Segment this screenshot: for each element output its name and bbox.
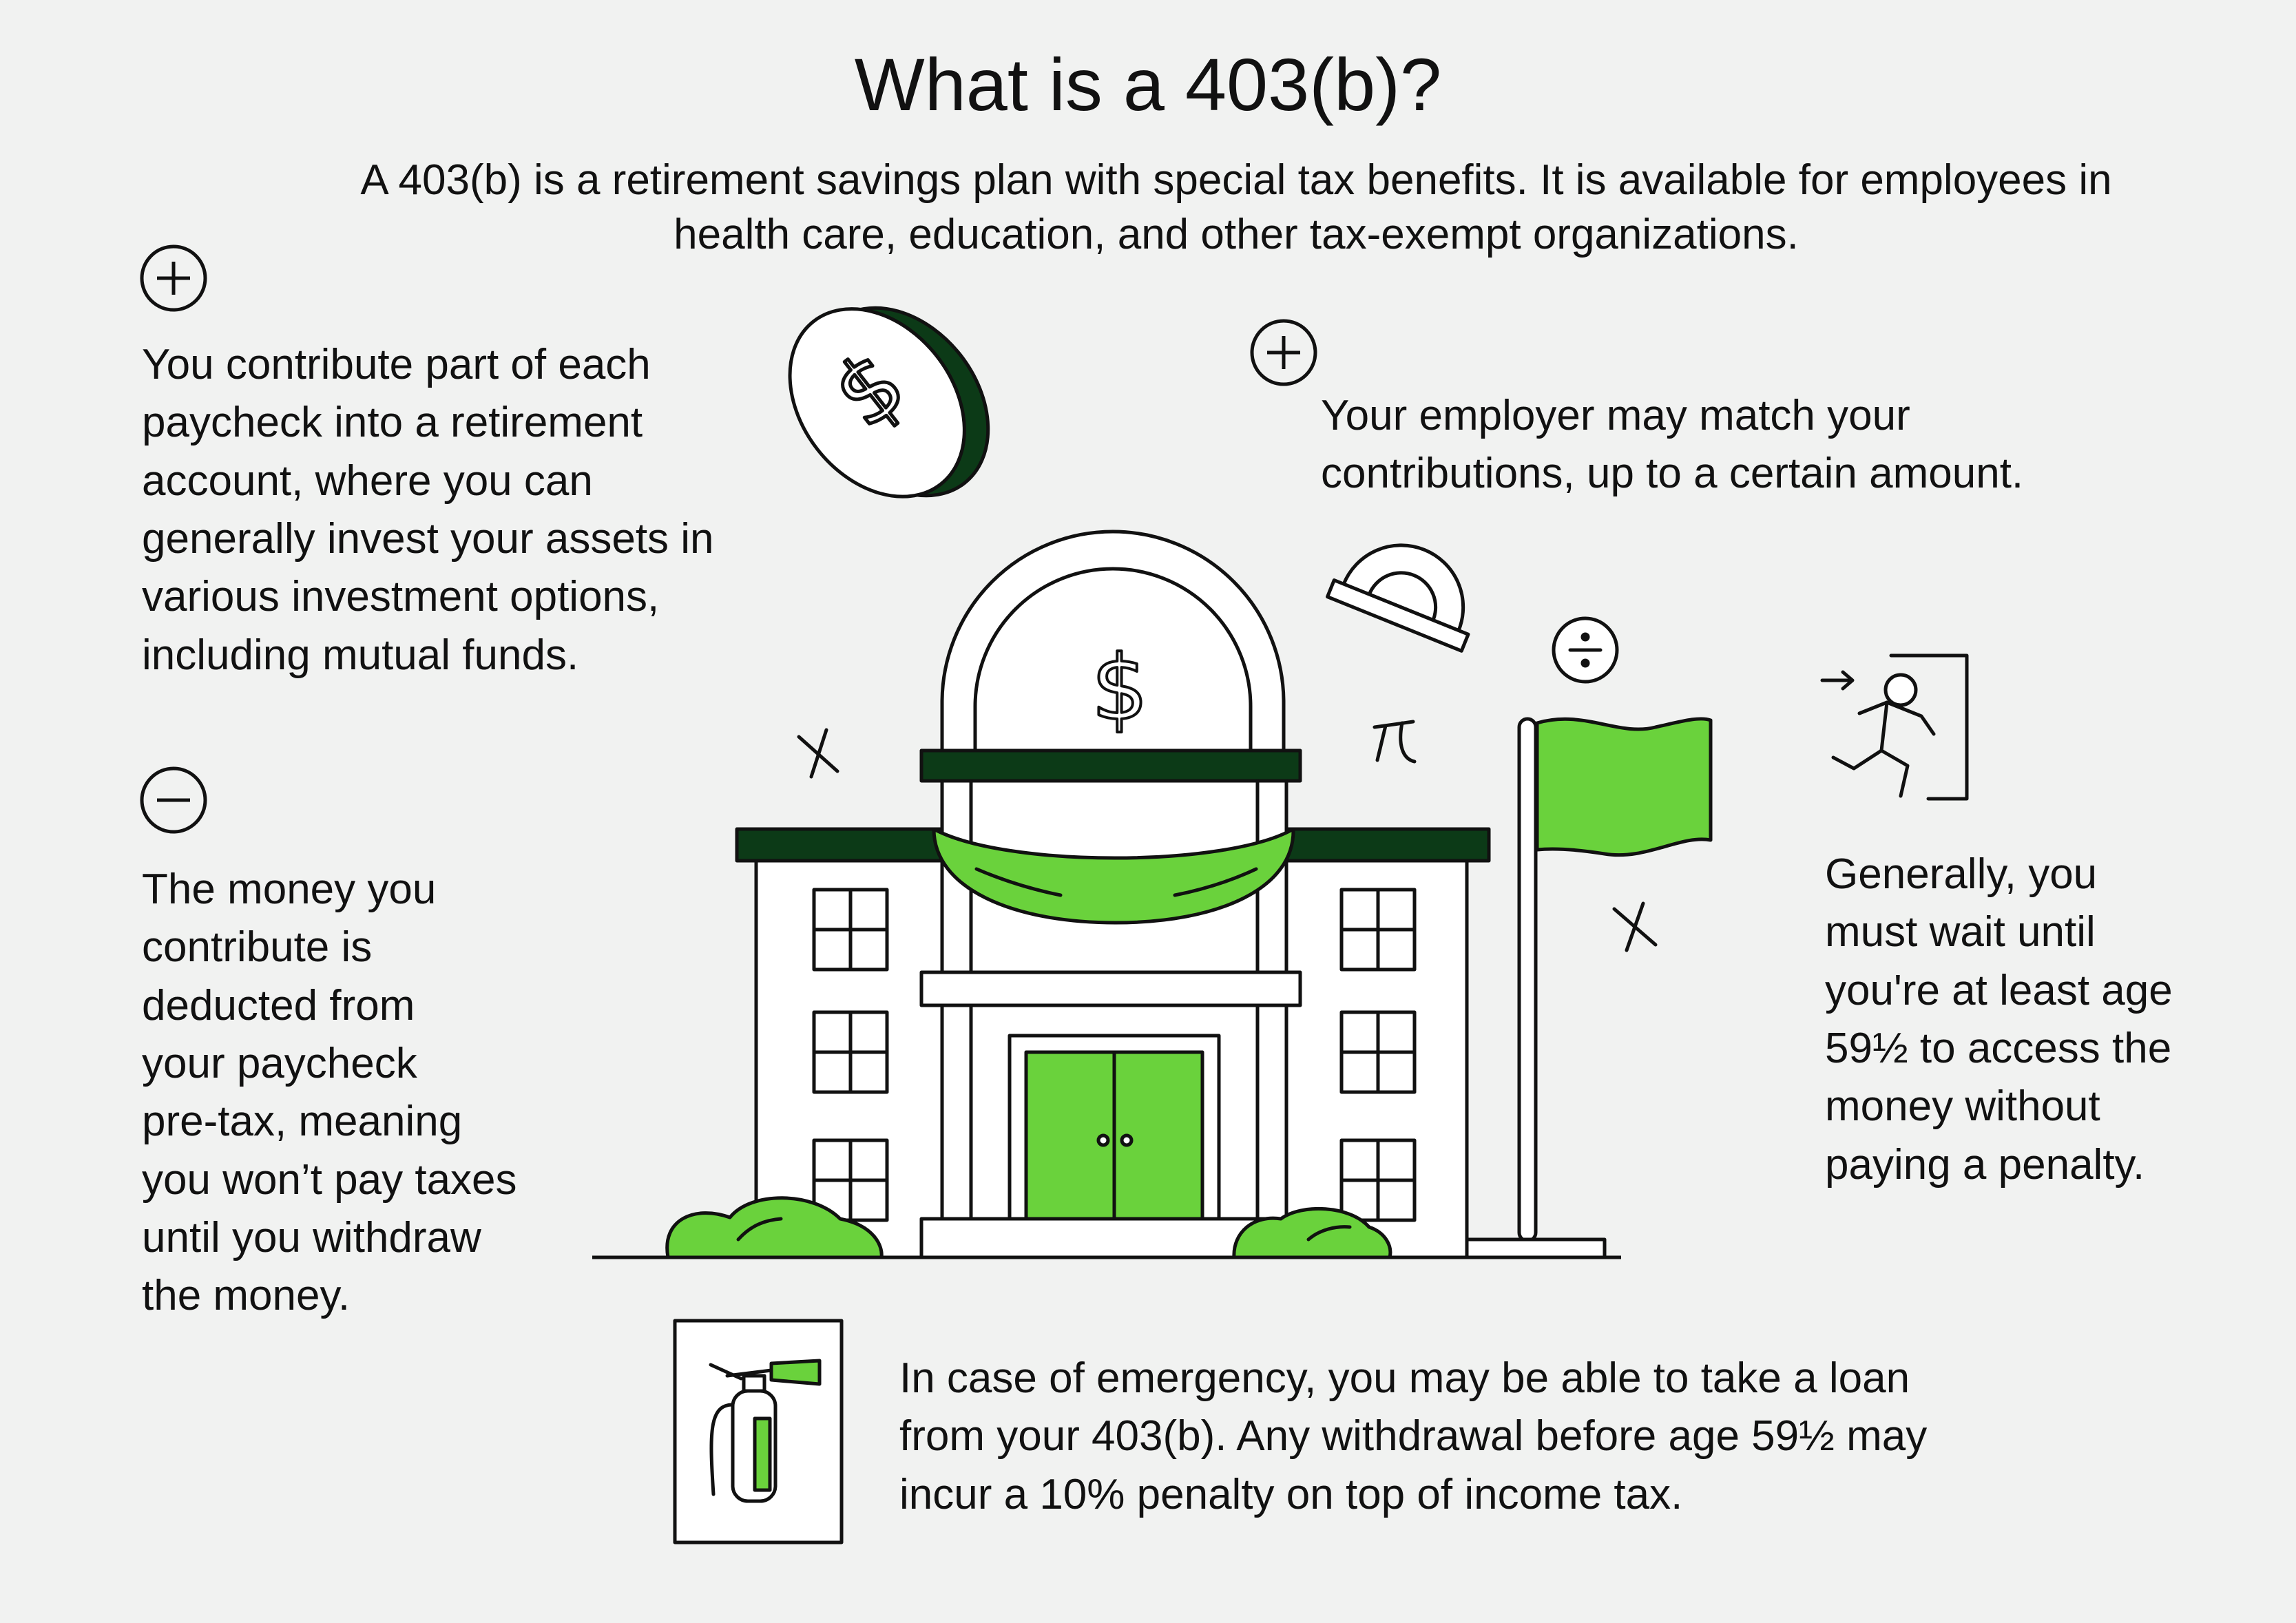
loan-text: In case of emergency, you may be able to… <box>899 1354 1928 1518</box>
sparkle-icon <box>797 728 839 779</box>
pretax-deduction-text: The money you contribute is deducted fro… <box>142 866 517 1320</box>
bush-icon <box>665 1196 884 1259</box>
divide-icon <box>1552 616 1619 684</box>
flag-icon <box>1458 717 1713 1259</box>
minus-circle-icon <box>140 766 207 834</box>
wait-age-text: Generally, you must wait until you're at… <box>1825 850 2173 1189</box>
plus-circle-icon <box>1250 319 1317 386</box>
svg-text:$: $ <box>1092 636 1149 740</box>
employer-match-text: Your employer may match your contributio… <box>1321 392 2024 498</box>
contribute-text: You contribute part of each paycheck int… <box>142 341 714 679</box>
bush-icon <box>1232 1206 1392 1259</box>
exit-runner-icon <box>1820 653 1969 801</box>
school-building-icon: $ <box>735 530 1491 1259</box>
sparkle-icon <box>1612 901 1658 952</box>
coin-dollar-icon: $ <box>788 306 990 499</box>
pi-icon <box>1373 720 1417 764</box>
plus-circle-icon <box>140 244 207 312</box>
protractor-icon <box>1326 543 1470 653</box>
page-title: What is a 403(b)? <box>854 43 1442 126</box>
page-subtitle: A 403(b) is a retirement savings plan wi… <box>360 156 2112 259</box>
fire-extinguisher-icon <box>673 1319 844 1545</box>
